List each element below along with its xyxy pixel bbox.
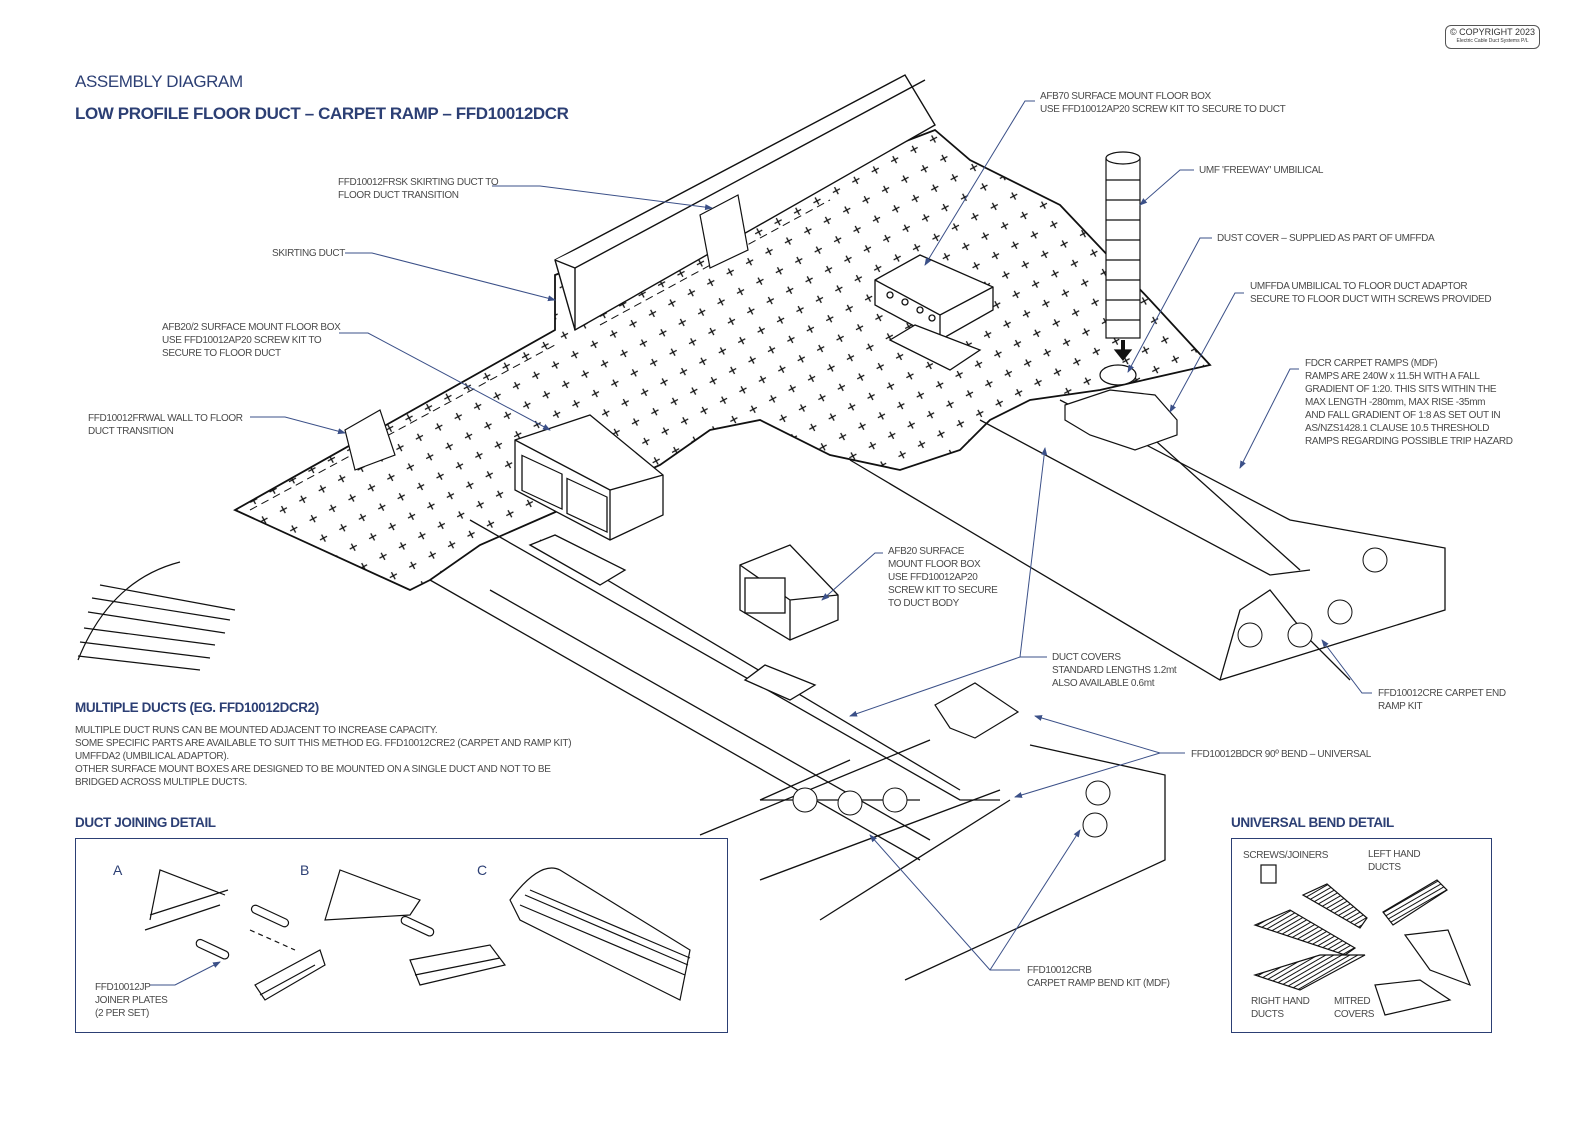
company-name: Electric Cable Duct Systems P/L xyxy=(1456,38,1529,44)
left-hand-label: LEFT HAND DUCTS xyxy=(1368,849,1421,873)
afb20-2-floor-box xyxy=(514,414,664,586)
carpet-area xyxy=(233,128,1212,591)
text-line: BRIDGED ACROSS MULTIPLE DUCTS. xyxy=(75,777,247,788)
callout-dust-cover: DUST COVER – SUPPLIED AS PART OF UMFFDA xyxy=(1217,233,1435,244)
multiple-ducts-heading: MULTIPLE DUCTS (EG. FFD10012DCR2) xyxy=(75,700,319,715)
bend-cover xyxy=(934,682,1020,739)
duct-profile-detail xyxy=(77,561,236,671)
joiner-label: FFD10012JP JOINER PLATES (2 PER SET) xyxy=(95,982,168,1019)
callout-afb70: AFB70 SURFACE MOUNT FLOOR BOX USE FFD100… xyxy=(1040,91,1286,115)
duct-joining-panel xyxy=(75,838,728,1033)
afb20-floor-box xyxy=(739,544,839,701)
page-title: ASSEMBLY DIAGRAM xyxy=(75,72,243,91)
universal-bend-panel xyxy=(1231,838,1492,1033)
mitred-label: MITRED COVERS xyxy=(1334,996,1375,1020)
callout-afb20: AFB20 SURFACE MOUNT FLOOR BOX USE FFD100… xyxy=(888,546,998,609)
universal-bend-heading: UNIVERSAL BEND DETAIL xyxy=(1231,815,1394,830)
callout-cre: FFD10012CRE CARPET END RAMP KIT xyxy=(1378,688,1506,712)
callout-afb20-2: AFB20/2 SURFACE MOUNT FLOOR BOX USE FFD1… xyxy=(162,322,341,359)
afb70-floor-box xyxy=(874,254,994,371)
skirting-duct xyxy=(554,74,936,332)
callout-duct-covers: DUCT COVERS STANDARD LENGTHS 1.2mt ALSO … xyxy=(1052,652,1177,689)
joining-drawings xyxy=(144,867,691,1001)
callout-skirting: SKIRTING DUCT xyxy=(272,248,346,259)
step-a: A xyxy=(113,862,123,878)
page-subtitle: LOW PROFILE FLOOR DUCT – CARPET RAMP – F… xyxy=(75,104,569,123)
ramp-cutouts xyxy=(792,547,1388,838)
leader-lines xyxy=(150,100,1372,986)
callout-umffda: UMFFDA UMBILICAL TO FLOOR DUCT ADAPTOR S… xyxy=(1250,281,1492,305)
right-hand-label: RIGHT HAND DUCTS xyxy=(1251,996,1310,1020)
text-line: OTHER SURFACE MOUNT BOXES ARE DESIGNED T… xyxy=(75,764,551,775)
callout-crb: FFD10012CRB CARPET RAMP BEND KIT (MDF) xyxy=(1027,965,1170,989)
step-c: C xyxy=(477,862,488,878)
text-line: UMFFDA2 (UMBILICAL ADAPTOR). xyxy=(75,751,229,762)
copyright-text: © COPYRIGHT 2023 xyxy=(1450,27,1535,37)
callout-frwal: FFD10012FRWAL WALL TO FLOOR DUCT TRANSIT… xyxy=(88,413,243,437)
callout-bdcr: FFD10012BDCR 90º BEND – UNIVERSAL xyxy=(1191,749,1371,760)
transitions xyxy=(344,194,749,471)
duct-joining-heading: DUCT JOINING DETAIL xyxy=(75,815,216,830)
copyright-badge: © COPYRIGHT 2023 Electric Cable Duct Sys… xyxy=(1445,25,1540,49)
text-line: MULTIPLE DUCT RUNS CAN BE MOUNTED ADJACE… xyxy=(75,725,438,736)
bend-drawings xyxy=(1253,864,1472,1016)
callout-umf: UMF 'FREEWAY' UMBILICAL xyxy=(1199,165,1324,176)
screws-label: SCREWS/JOINERS xyxy=(1243,850,1329,861)
text-line: SOME SPECIFIC PARTS ARE AVAILABLE TO SUI… xyxy=(75,738,572,749)
multiple-ducts-text: MULTIPLE DUCT RUNS CAN BE MOUNTED ADJACE… xyxy=(75,724,572,789)
callout-frsk: FFD10012FRSK SKIRTING DUCT TO FLOOR DUCT… xyxy=(338,177,499,201)
umbilical xyxy=(1064,151,1178,451)
callout-fdcr: FDCR CARPET RAMPS (MDF) RAMPS ARE 240W x… xyxy=(1305,358,1513,447)
step-b: B xyxy=(300,862,310,878)
